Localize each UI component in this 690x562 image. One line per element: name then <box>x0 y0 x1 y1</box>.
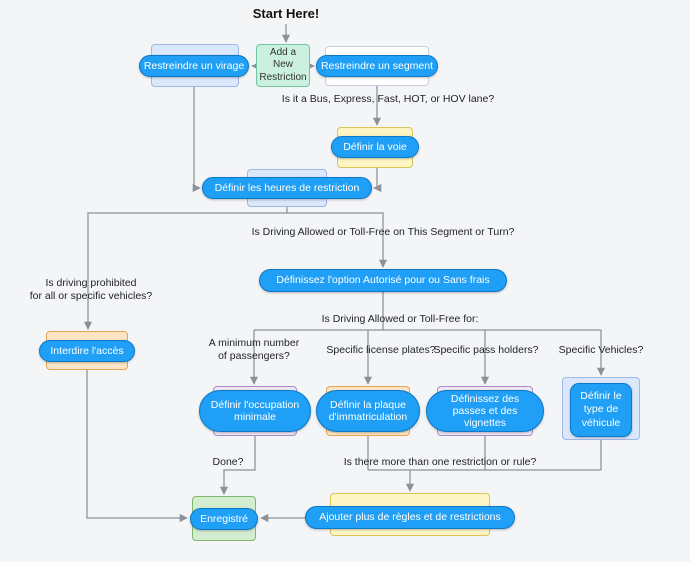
node-restrict-segment: Restreindre un segment <box>316 55 438 77</box>
question-min-passengers: A minimum number of passengers? <box>208 337 300 363</box>
question-lane: Is it a Bus, Express, Fast, HOT, or HOV … <box>281 93 495 105</box>
question-prohibited: Is driving prohibited for all or specifi… <box>29 277 153 303</box>
edge-split-to-allowed <box>287 212 388 268</box>
question-pass-holders: Specific pass holders? <box>433 344 539 356</box>
node-add-restriction: Add a New Restriction <box>256 44 310 87</box>
node-restrict-turn: Restreindre un virage <box>139 55 249 77</box>
node-define-vehicle-type: Définir le type de véhicule <box>570 383 632 437</box>
node-define-allowed: Définissez l'option Autorisé pour ou San… <box>259 269 507 292</box>
node-define-lane: Définir la voie <box>331 136 419 158</box>
edge-split-to-forbid <box>83 212 287 330</box>
node-forbid-access: Interdire l'accès <box>39 340 135 362</box>
node-define-plate: Définir la plaque d'immatriculation <box>316 390 420 432</box>
question-done: Done? <box>212 456 244 468</box>
node-define-passes: Définissez des passes et des vignettes <box>426 390 544 432</box>
edge-forbid-to-saved <box>86 370 188 523</box>
edge-turn-to-hours <box>192 87 201 193</box>
edge-lane-to-hours <box>373 168 382 193</box>
question-license-plates: Specific license plates? <box>326 344 436 356</box>
question-allowed-for: Is Driving Allowed or Toll-Free for: <box>321 313 479 325</box>
node-define-occupancy: Définir l'occupation minimale <box>199 390 311 432</box>
node-saved: Enregistré <box>190 508 258 530</box>
question-allowed: Is Driving Allowed or Toll-Free on This … <box>251 226 515 238</box>
node-define-hours: Définir les heures de restriction <box>202 177 372 199</box>
question-more-rules: Is there more than one restriction or ru… <box>343 456 537 468</box>
node-add-more: Ajouter plus de règles et de restriction… <box>305 506 515 529</box>
start-here-label: Start Here! <box>252 6 320 21</box>
edge-occupancy-to-saved <box>219 432 256 495</box>
question-specific-vehicles: Specific Vehicles? <box>558 344 644 356</box>
